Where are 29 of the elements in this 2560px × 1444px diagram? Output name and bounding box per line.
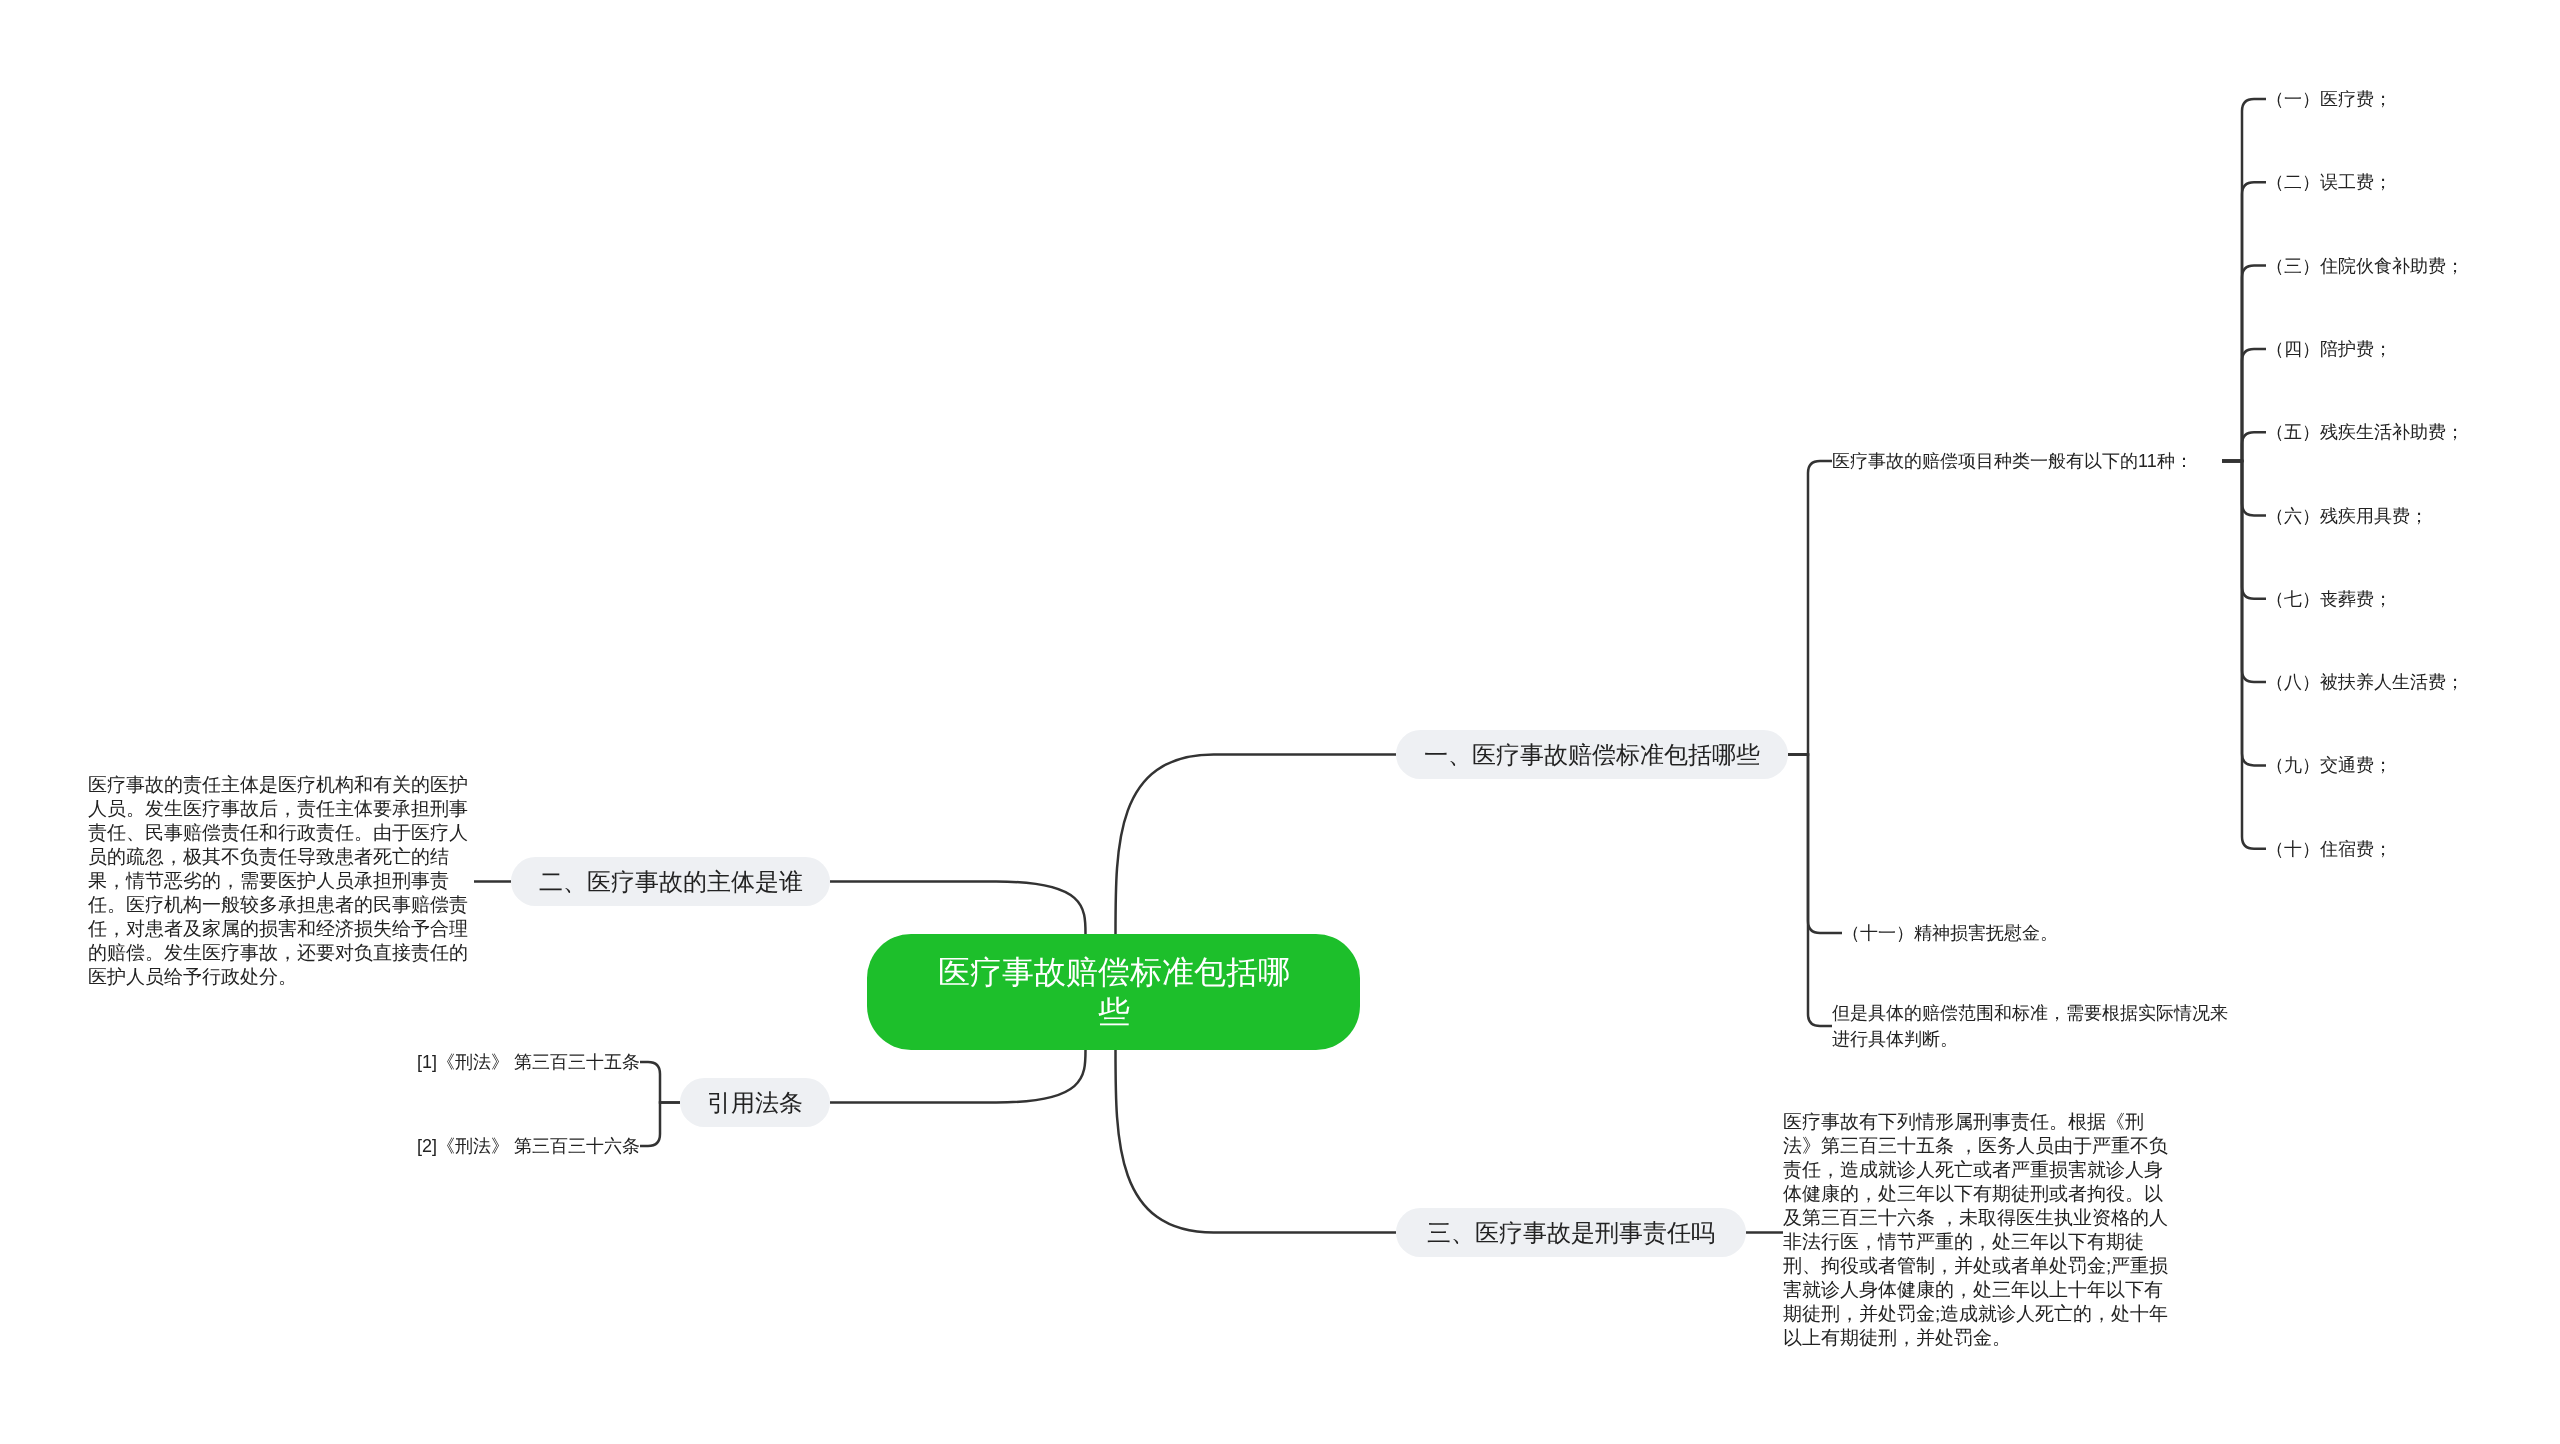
central-topic: 医疗事故赔偿标准包括哪些 — [867, 934, 1360, 1050]
subtopic-text: 医疗事故的赔偿项目种类一般有以下的11种： — [1832, 448, 2222, 474]
list-item-text: （四）陪护费； — [2266, 335, 2526, 362]
paragraph-text: 医疗事故有下列情形属刑事责任。根据《刑法》第三百三十五条 ，医务人员由于严重不负责任，造成就诊人死亡或者严重损害就诊人身体健康的，处三年以下有期徒刑或者拘役。以及第三百三十六条 ，未取得医生执业资格的人非法行医，情节严重的，处三年以下有期徒刑、拘役或者管制，并处或者单处罚金;严重损害就诊人身体健康的，处三年以上十年以下有期徒刑，并处罚金;造成就诊人死亡的，处十年以上有期徒刑，并处罚金。 — [1783, 1110, 2169, 1350]
list-item-text: （十）住宿费； — [2266, 835, 2526, 862]
list-item-text: （七）丧葬费； — [2266, 585, 2526, 612]
list-item-text: （二）误工费； — [2266, 169, 2526, 196]
list-item-text: （九）交通费； — [2266, 752, 2526, 779]
connector-line — [1746, 1231, 1783, 1234]
connector-line — [1114, 1050, 1396, 1234]
branch-topic: 一、医疗事故赔偿标准包括哪些 — [1396, 730, 1788, 779]
connector-line — [474, 880, 511, 883]
list-item-text: （八）被扶养人生活费； — [2266, 669, 2526, 696]
connector-line — [830, 1050, 1087, 1104]
connector-line — [1114, 753, 1396, 934]
branch-topic: 引用法条 — [680, 1078, 830, 1127]
list-item-text: （一）医疗费； — [2266, 86, 2526, 112]
list-item-text: （五）残疾生活补助费； — [2266, 419, 2526, 446]
list-item-text: （三）住院伙食补助费； — [2266, 252, 2526, 279]
branch-topic: 二、医疗事故的主体是谁 — [511, 857, 830, 906]
subtopic-text: （十一）精神损害抚慰金。 — [1842, 920, 2202, 946]
paragraph-text: 医疗事故的责任主体是医疗机构和有关的医护人员。发生医疗事故后，责任主体要承担刑事责任、民事赔偿责任和行政责任。由于医疗人员的疏忽，极其不负责任导致患者死亡的结果，情节恶劣的，需要医护人员承担刑事责任。医疗机构一般较多承担患者的民事赔偿责任，对患者及家属的损害和经济损失给予合理的赔偿。发生医疗事故，还要对负直接责任的医护人员给予行政处分。 — [88, 773, 474, 989]
list-item-text: （六）残疾用具费； — [2266, 502, 2526, 529]
connector-line — [830, 880, 1087, 934]
reference-text: [1]《刑法》 第三百三十五条 — [396, 1047, 640, 1077]
branch-topic: 三、医疗事故是刑事责任吗 — [1396, 1208, 1746, 1257]
subtopic-text: 但是具体的赔偿范围和标准，需要根据实际情况来进行具体判断。 — [1832, 1000, 2232, 1052]
connector-line — [640, 1101, 680, 1148]
reference-text: [2]《刑法》 第三百三十六条 — [396, 1131, 640, 1161]
